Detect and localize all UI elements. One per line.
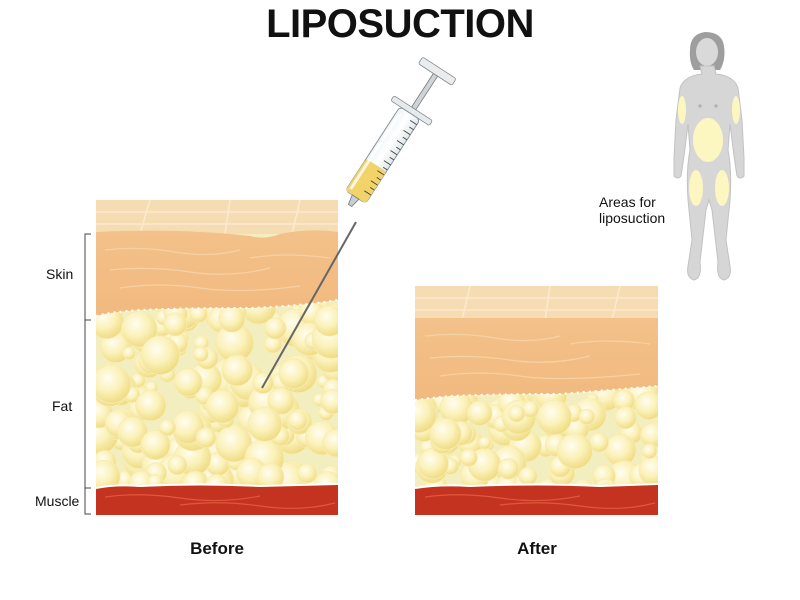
before-muscle <box>96 484 338 515</box>
body-outline <box>673 65 745 281</box>
fat-cell <box>135 389 167 422</box>
fat-cell <box>638 455 658 486</box>
fat-cell <box>614 406 637 430</box>
fat-cell <box>221 354 254 387</box>
fat-cell <box>641 443 658 460</box>
fat-cell <box>518 466 538 486</box>
after-muscle <box>415 484 658 515</box>
fat-cell <box>195 427 217 449</box>
fat-cell <box>634 391 658 420</box>
fat-cell <box>158 418 177 437</box>
fat-cell <box>578 408 596 426</box>
fat-cell <box>267 387 295 415</box>
fat-cell <box>140 429 171 460</box>
after-tissue-block <box>415 286 658 515</box>
fat-label: Fat <box>52 398 73 414</box>
fat-cell <box>174 367 203 397</box>
fat-cell <box>459 448 478 467</box>
fat-cell <box>96 364 132 404</box>
fat-cell <box>322 429 338 458</box>
fat-cell <box>247 406 283 442</box>
after-dermis <box>415 318 658 400</box>
note-line-2: liposuction <box>599 210 666 226</box>
layer-bracket <box>84 233 91 515</box>
fat-cell <box>466 400 493 427</box>
liposuction-areas-note: Areas for liposuction <box>599 194 665 226</box>
fat-cell <box>640 422 658 448</box>
fat-cell <box>536 399 572 436</box>
female-body-silhouette <box>673 32 745 281</box>
fat-cell <box>508 405 526 423</box>
before-fat-layer <box>96 288 338 505</box>
fat-cell <box>122 346 136 361</box>
fat-cell <box>205 389 240 424</box>
syringe-icon <box>261 57 456 389</box>
before-caption: Before <box>190 539 244 558</box>
fat-cell <box>163 312 188 337</box>
before-dermis <box>96 230 338 316</box>
fat-cell <box>140 335 180 375</box>
fat-cell <box>192 346 209 363</box>
fat-cell <box>287 410 308 431</box>
target-area-thigh-right <box>715 170 729 206</box>
fat-cell <box>429 418 462 451</box>
before-epidermis <box>96 200 338 234</box>
muscle-label: Muscle <box>35 493 80 509</box>
fat-cell <box>478 436 492 450</box>
fat-cell <box>278 358 310 390</box>
fat-cell <box>497 458 520 480</box>
target-area-thigh-left <box>689 170 703 206</box>
fat-cell <box>252 372 274 394</box>
target-area-arm-left <box>678 96 686 124</box>
before-tissue-block <box>96 200 338 515</box>
fat-cell <box>320 389 338 415</box>
fat-cell <box>218 305 246 333</box>
after-caption: After <box>517 539 557 558</box>
cannula-needle <box>261 221 357 389</box>
note-line-1: Areas for <box>599 194 656 210</box>
fat-cell <box>556 433 593 470</box>
fat-cell <box>121 311 158 348</box>
fat-cell <box>167 455 188 476</box>
target-area-abdomen <box>693 118 723 162</box>
page-title: LIPOSUCTION <box>266 2 534 46</box>
fat-cell <box>313 305 338 337</box>
fat-cell <box>264 317 287 340</box>
skin-label: Skin <box>46 266 74 282</box>
after-epidermis <box>415 286 658 320</box>
fat-cell <box>297 463 318 484</box>
target-area-arm-right <box>732 96 740 124</box>
